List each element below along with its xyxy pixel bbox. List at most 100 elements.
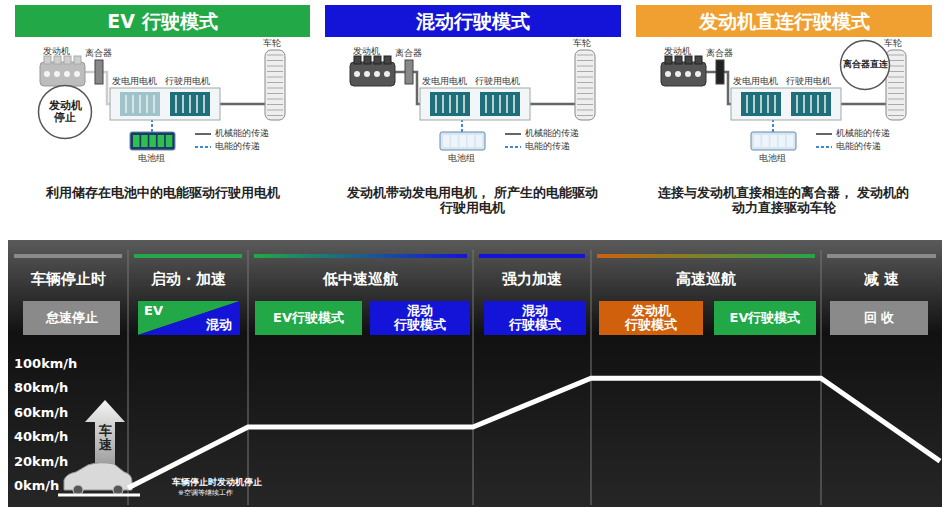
callout-circle: 发动机 停止 [37, 84, 93, 140]
node-text: EV 行驶模式 [107, 11, 217, 32]
node-text: 混动行驶模式 [416, 11, 530, 32]
phase-header: 减 速 [823, 262, 940, 296]
mechanical-line [841, 103, 886, 106]
phase-color-bar [134, 254, 242, 258]
node-text: 高速巡航 [676, 271, 736, 288]
part-label: 电能的传递 [525, 141, 570, 151]
phase-color-bar [14, 254, 122, 258]
node-text: 怠速停止 [46, 311, 98, 325]
axis-tick-label: 60km/h [14, 406, 68, 421]
axis-tick-label: 0km/h [14, 479, 59, 494]
axis-tick-label: 20km/h [14, 455, 68, 470]
node-text: 发动机 停止 [45, 100, 85, 124]
mode-band: EV行驶模式 [255, 301, 362, 335]
node-text: 混动 [206, 318, 232, 332]
motor-unit [420, 88, 530, 120]
node-text: 回 收 [864, 311, 895, 325]
mechanical-line [530, 103, 575, 106]
mode-band: 混动 行驶模式 [484, 301, 586, 335]
mode-band: 混动 行驶模式 [370, 301, 470, 335]
mode-band: 发动机 行驶模式 [599, 301, 703, 335]
part-label: 发动机 [353, 46, 380, 56]
mechanical-line [724, 72, 731, 104]
ground-line [58, 494, 140, 497]
node-text: EV行驶模式 [730, 311, 801, 325]
motor-unit [110, 88, 220, 120]
mode-description: 利用储存在电池中的电能驱动行驶用电机 [35, 186, 290, 201]
axis-tick-label: 80km/h [14, 381, 68, 396]
legend-sample-mechanical [505, 133, 521, 135]
node-text: 启动・加速 [151, 271, 226, 288]
mode-description: 发动机带动发电用电机， 所产生的电能驱动行驶用电机 [345, 186, 600, 216]
part-label: 发电用电机 [733, 76, 778, 86]
note: 车辆停止时发动机停止 [172, 477, 262, 487]
axis-title: 车速 [99, 424, 112, 453]
wheel-icon [265, 50, 285, 120]
mode-band: EV 行驶模式 [15, 5, 310, 37]
mode-band: 怠速停止 [23, 301, 120, 335]
node-text: 发动机 行驶模式 [620, 304, 682, 333]
part-label: 车轮 [573, 38, 591, 48]
phase-separator [128, 250, 129, 505]
clutch-icon [716, 60, 724, 84]
mode-band: 回 收 [830, 301, 928, 335]
mechanical-line [85, 71, 95, 74]
legend-sample-electric [816, 146, 832, 148]
electric-line [461, 120, 463, 132]
battery-pack [751, 132, 796, 150]
mechanical-line [220, 103, 265, 106]
legend-sample-electric [195, 146, 211, 148]
clutch-icon [405, 60, 413, 84]
axis-tick-label: 40km/h [14, 430, 68, 445]
phase-color-bar [254, 254, 467, 258]
part-label: 离合器 [395, 48, 422, 58]
phase-color-bar [479, 254, 585, 258]
phase-color-bar [827, 254, 936, 258]
engine-icon [350, 56, 395, 86]
part-label: 电能的传递 [215, 141, 260, 151]
node-text: EV [144, 304, 163, 318]
phase-header: 强力加速 [475, 262, 589, 296]
phase-header: 车辆停止时 [10, 262, 126, 296]
part-label: 机械能的传递 [836, 128, 890, 138]
speed-arrow [85, 400, 125, 468]
part-label: 车轮 [884, 38, 902, 48]
callout-circle: 离合器直连 [839, 39, 891, 91]
part-label: 车轮 [263, 38, 281, 48]
node-text: EV行驶模式 [273, 311, 344, 325]
legend-sample-electric [505, 146, 521, 148]
mechanical-line [103, 72, 110, 104]
engine-icon [40, 56, 85, 86]
phase-color-bar [597, 254, 815, 258]
mechanical-line [706, 71, 716, 74]
part-label: 行驶用电机 [786, 76, 831, 86]
motor-unit [731, 88, 841, 120]
phase-separator [473, 250, 474, 505]
part-label: 发动机 [664, 46, 691, 56]
mechanical-line [395, 71, 405, 74]
part-label: 行驶用电机 [475, 76, 520, 86]
legend-sample-mechanical [816, 133, 832, 135]
node-text: 混动 行驶模式 [389, 304, 451, 333]
part-label: 离合器 [706, 48, 733, 58]
phase-separator [248, 250, 249, 505]
part-label: 发电用电机 [422, 76, 467, 86]
part-label: 电池组 [138, 153, 165, 163]
node-text: 发动机直连行驶模式 [699, 11, 870, 32]
part-label: 电能的传递 [836, 141, 881, 151]
note: ※空调等继续工作 [178, 489, 233, 497]
legend-sample-mechanical [195, 133, 211, 135]
node-text: 混动 行驶模式 [504, 304, 566, 333]
part-label: 机械能的传递 [215, 128, 269, 138]
part-label: 离合器 [85, 48, 112, 58]
mode-box: EV 混动 [138, 301, 240, 335]
mode-description: 连接与发动机直接相连的离合器， 发动机的动力直接驱动车轮 [656, 186, 911, 216]
part-label: 机械能的传递 [525, 128, 579, 138]
speed-profile-line [128, 378, 940, 488]
axis-tick-label: 100km/h [14, 357, 77, 372]
electric-line [772, 120, 774, 132]
part-label: 电池组 [759, 153, 786, 163]
part-label: 行驶用电机 [165, 76, 210, 86]
node-text: 离合器直连 [843, 60, 888, 69]
